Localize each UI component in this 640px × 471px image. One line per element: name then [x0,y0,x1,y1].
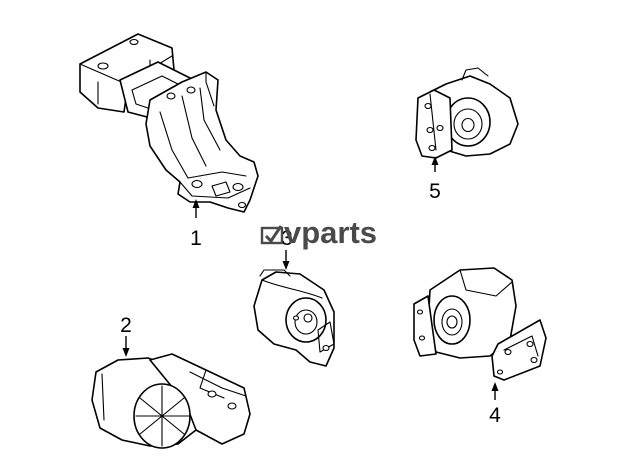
watermark-text: vparts [284,215,377,250]
callout-3: 3 [281,227,293,270]
watermark: vparts [260,215,377,250]
callout-5-label: 5 [429,180,441,203]
part-4-engine-mount-right[interactable] [413,267,547,381]
callout-2: 2 [120,314,132,357]
callout-4-label: 4 [489,404,501,427]
callout-2-label: 2 [120,314,132,337]
box-check-logo-icon [260,225,284,245]
callout-1: 1 [190,199,202,250]
part-2-transmission-mount[interactable] [91,353,251,449]
part-1-engine-mount-bracket[interactable] [79,33,259,213]
callout-3-label: 3 [281,227,293,250]
callout-5: 5 [429,156,441,203]
part-5-engine-mount-upper-right[interactable] [415,67,519,159]
part-3-engine-mount-center[interactable] [253,269,335,367]
callout-4: 4 [489,382,501,427]
callout-1-label: 1 [190,227,202,250]
